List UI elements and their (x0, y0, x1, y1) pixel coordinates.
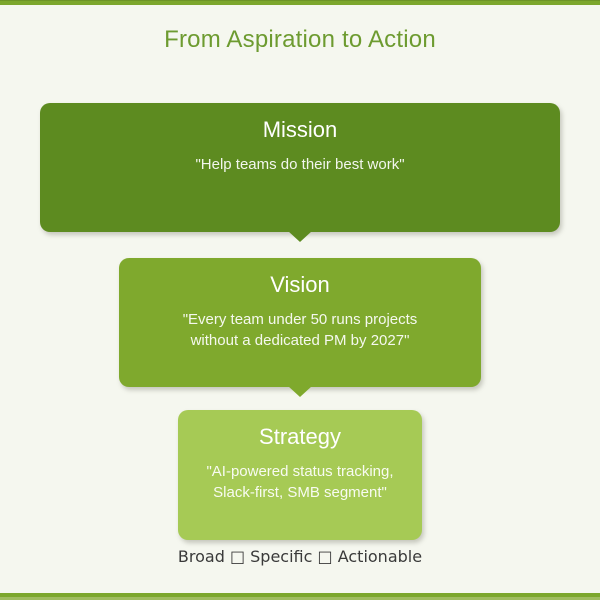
vision-quote-line: "Every team under 50 runs projects (182, 311, 418, 329)
top-border-accent (0, 0, 600, 5)
strategy-title: Strategy (259, 424, 341, 449)
axis-caption: Broad □ Specific □ Actionable (177, 547, 423, 566)
bottom-border-accent (0, 593, 600, 600)
funnel-box-strategy: Strategy "AI-powered status tracking, Sl… (178, 410, 422, 540)
mission-quote-line: "Help teams do their best work" (195, 156, 405, 174)
strategy-quote: "AI-powered status tracking, Slack-first… (178, 461, 422, 503)
funnel-box-mission: Mission "Help teams do their best work" (40, 103, 560, 242)
vision-title: Vision (270, 272, 330, 297)
vision-quote-line: without a dedicated PM by 2027" (190, 332, 410, 350)
mission-quote: "Help teams do their best work" (40, 154, 560, 175)
strategy-quote-line: Slack-first, SMB segment" (213, 484, 387, 502)
mission-title: Mission (262, 117, 338, 142)
down-arrow-icon (288, 386, 312, 397)
page-title: From Aspiration to Action (164, 26, 436, 53)
vision-quote: "Every team under 50 runs projects witho… (119, 309, 481, 351)
funnel-box-vision: Vision "Every team under 50 runs project… (119, 258, 481, 397)
strategy-quote-line: "AI-powered status tracking, (206, 463, 394, 481)
down-arrow-icon (288, 231, 312, 242)
